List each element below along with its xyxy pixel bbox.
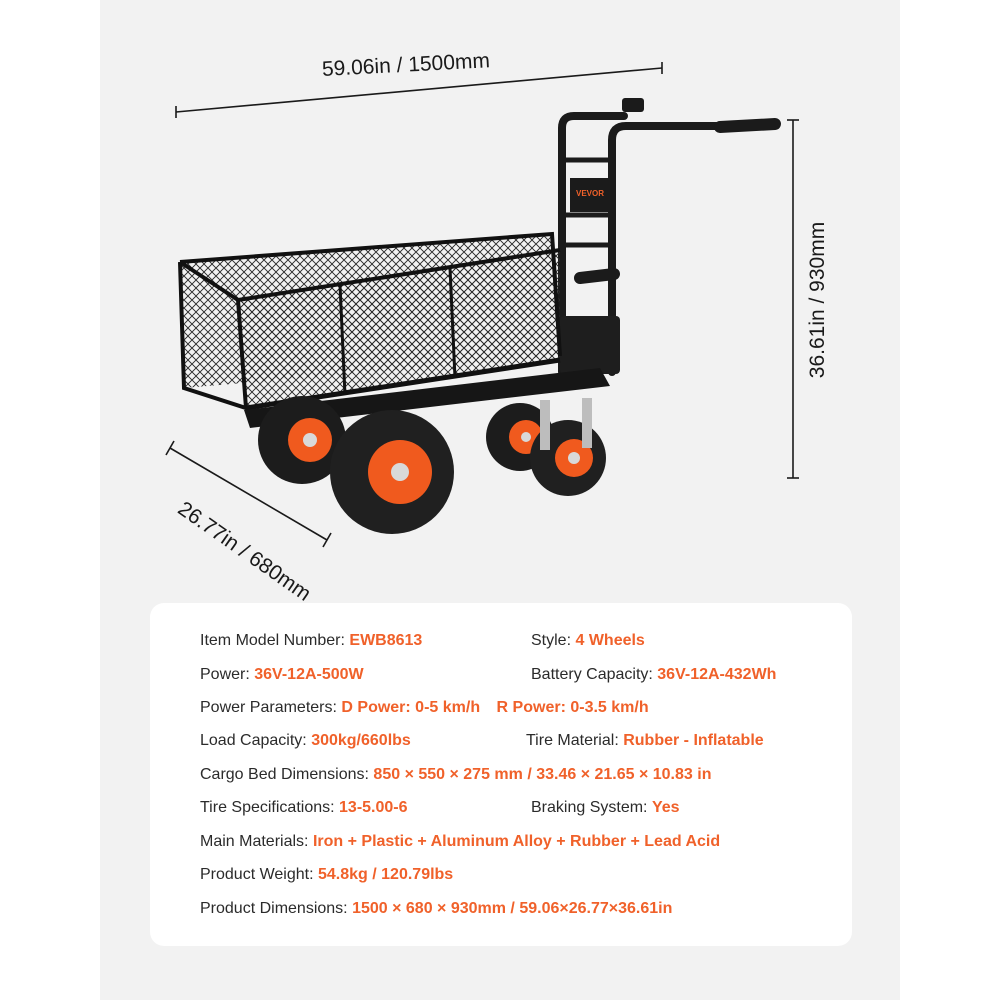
spec-cargo-bed-key: Cargo Bed Dimensions: [200,766,369,783]
width-dimension-line [175,62,663,118]
height-dimension-line [787,119,799,479]
depth-dimension-line [165,440,332,548]
spec-load-key: Load Capacity: [200,732,307,749]
spec-braking-value: Yes [651,799,680,816]
spec-tire-material: Tire Material: Rubber - Inflatable [526,731,764,751]
wheel-front-left [330,410,454,534]
spec-materials-value: Iron + Plastic + Aluminum Alloy + Rubber… [312,833,721,850]
spec-braking-key: Braking System: [531,799,648,816]
cart-handle [558,112,781,376]
throttle-control [622,98,644,112]
spec-r-power-value: R Power: 0-3.5 km/h [496,699,649,716]
spec-card [150,603,852,946]
spec-load-value: 300kg/660lbs [311,732,411,749]
spec-product-dimensions-key: Product Dimensions: [200,900,348,917]
spec-power-value: 36V-12A-500W [254,666,364,683]
spec-style: Style: 4 Wheels [531,631,645,651]
height-dimension-label: 36.61in / 930mm [806,221,829,379]
spec-weight-value: 54.8kg / 120.79lbs [318,866,454,883]
spec-power: Power: 36V-12A-500W [200,665,364,685]
spec-tire-spec: Tire Specifications: 13-5.00-6 [200,798,408,818]
brand-plate-text: VEVOR [576,189,604,198]
brand-plate [570,178,608,212]
spec-load: Load Capacity: 300kg/660lbs [200,731,411,751]
spec-tire-spec-key: Tire Specifications: [200,799,335,816]
spec-model-key: Item Model Number: [200,632,345,649]
spec-model: Item Model Number: EWB8613 [200,631,422,651]
spec-weight: Product Weight: 54.8kg / 120.79lbs [200,865,453,885]
cargo-basket [178,231,610,428]
spec-braking: Braking System: Yes [531,798,680,818]
spec-battery-key: Battery Capacity: [531,666,653,683]
spec-battery-value: 36V-12A-432Wh [657,666,777,683]
spec-materials: Main Materials: Iron + Plastic + Aluminu… [200,832,720,852]
wheel-rear-left [258,396,346,484]
spec-power-parameters: Power Parameters: D Power: 0-5 km/h R Po… [200,698,649,718]
spec-weight-key: Product Weight: [200,866,314,883]
spec-battery: Battery Capacity: 36V-12A-432Wh [531,665,776,685]
spec-tire-material-key: Tire Material: [526,732,619,749]
spec-tire-spec-value: 13-5.00-6 [339,799,408,816]
spec-style-key: Style: [531,632,572,649]
spec-product-dimensions: Product Dimensions: 1500 × 680 × 930mm /… [200,899,672,919]
spec-model-value: EWB8613 [349,632,423,649]
spec-cargo-bed-value: 850 × 550 × 275 mm / 33.46 × 21.65 × 10.… [373,766,712,783]
spec-materials-key: Main Materials: [200,833,309,850]
spec-style-value: 4 Wheels [575,632,645,649]
spec-power-key: Power: [200,666,250,683]
spec-d-power-value: D Power: 0-5 km/h [341,699,481,716]
spec-tire-material-value: Rubber - Inflatable [623,732,764,749]
spec-product-dimensions-value: 1500 × 680 × 930mm / 59.06×26.77×36.61in [352,900,673,917]
product-illustration: VEVOR [165,62,799,548]
spec-power-parameters-key: Power Parameters: [200,699,337,716]
battery-box [560,316,620,374]
caster-front [530,398,606,496]
spec-cargo-bed: Cargo Bed Dimensions: 850 × 550 × 275 mm… [200,765,711,785]
